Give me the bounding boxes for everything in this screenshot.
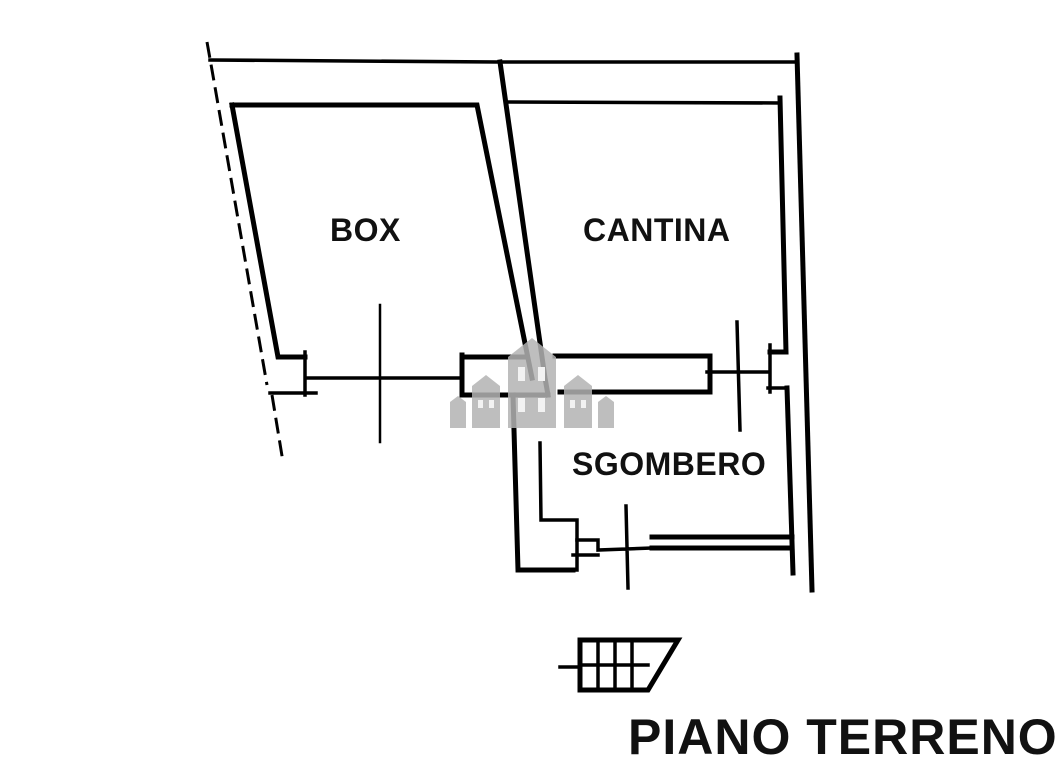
room-label-sgombero: SGOMBERO (572, 446, 767, 482)
sgombero-wall-inner (538, 441, 579, 572)
cantina-door (705, 320, 787, 432)
outer-wall-top (208, 58, 797, 64)
sgombero-wall-bottom (649, 534, 795, 551)
room-label-cantina: CANTINA (583, 212, 731, 248)
cantina-wall-right (767, 95, 789, 355)
box-wall (229, 102, 535, 381)
cantina-wall-top (506, 100, 782, 105)
sgombero-door (571, 504, 654, 590)
stairs-icon (558, 637, 683, 693)
room-label-box: BOX (330, 212, 401, 248)
box-jamb (268, 350, 464, 397)
houses-watermark-icon (450, 338, 614, 428)
sgombero-wall-right (784, 385, 796, 576)
boundary-dashed-line (205, 41, 285, 463)
plan-title: PIANO TERRENO (628, 709, 1058, 765)
cantina-wall-bottom (552, 353, 713, 395)
sgombero-wall-left (510, 392, 576, 573)
outer-wall-right (794, 52, 815, 593)
box-wall-left (229, 102, 308, 360)
